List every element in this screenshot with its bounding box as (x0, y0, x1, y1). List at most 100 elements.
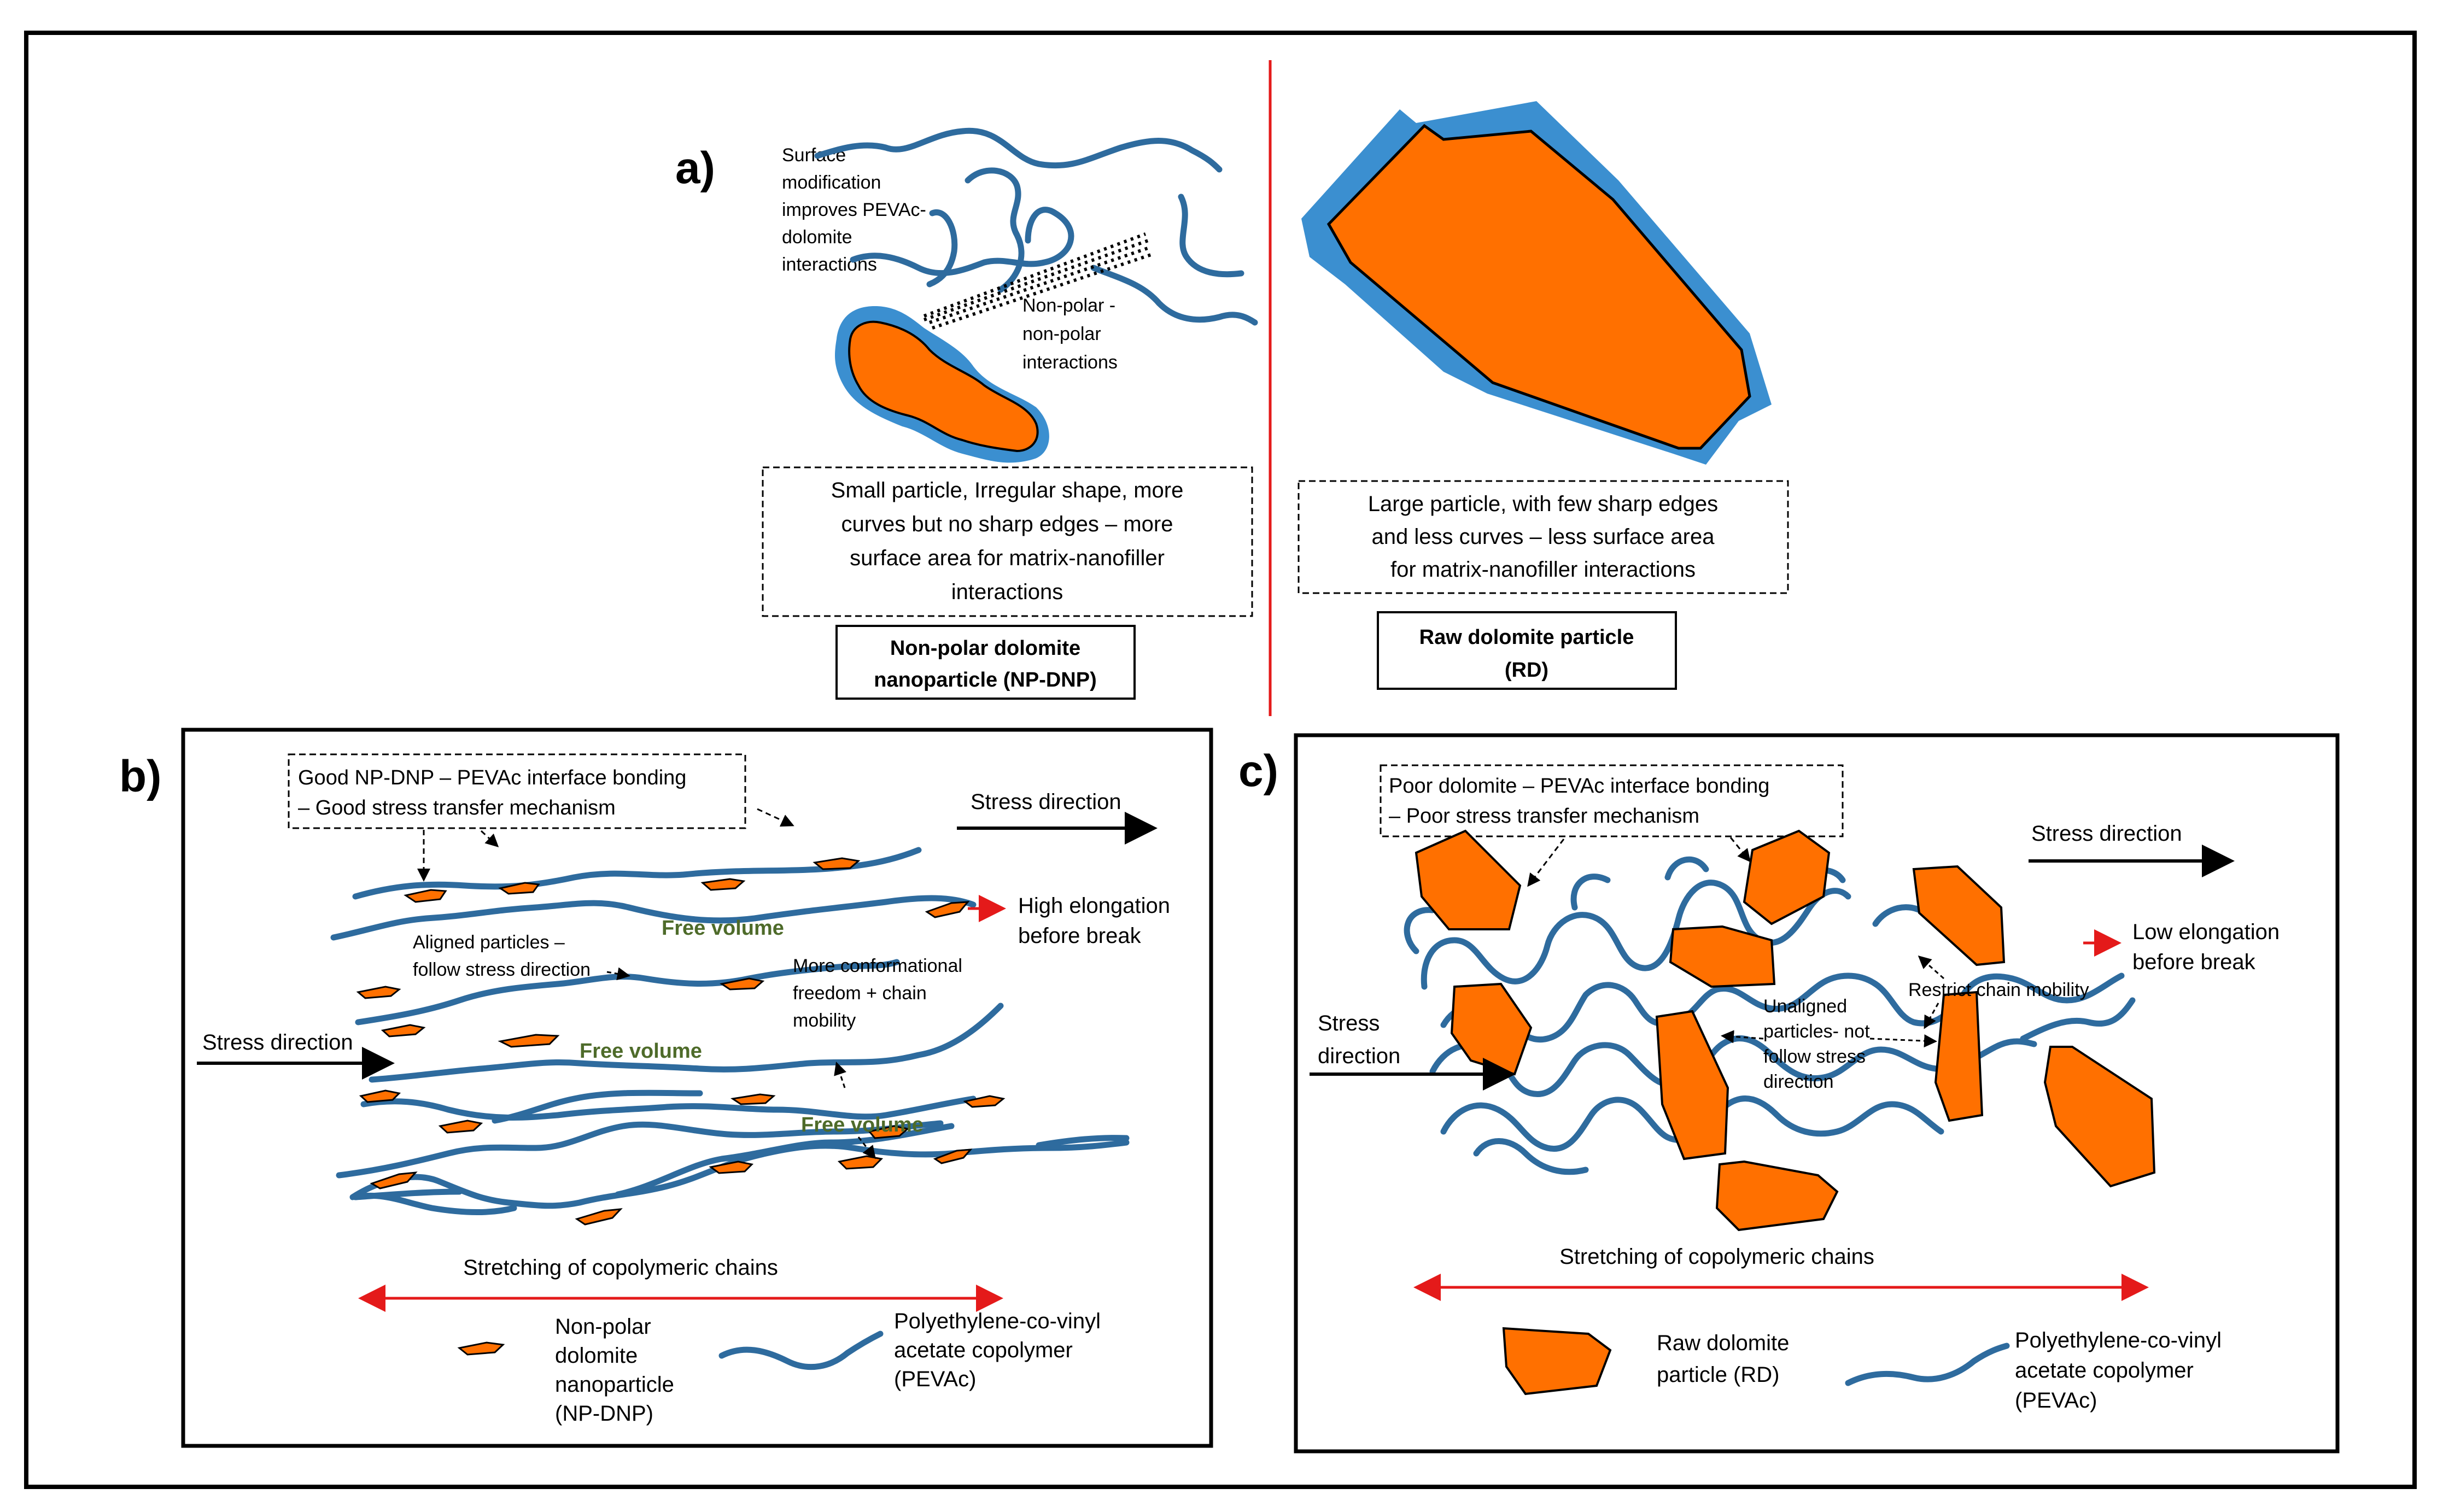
free-volume-label-1: Free volume (662, 917, 784, 940)
panel-b-interface-pointers (417, 808, 794, 882)
svg-text:Small particle, Irregular shap: Small particle, Irregular shape, more (831, 478, 1184, 502)
panel-c-low-elongation: Low elongation before break (2083, 920, 2280, 974)
free-volume-label-3: Free volume (801, 1114, 924, 1136)
svg-text:before break: before break (2132, 950, 2256, 974)
np-description-box: Small particle, Irregular shape, more cu… (762, 466, 1253, 617)
rd-particle-a (1301, 101, 1772, 465)
svg-text:particles- not: particles- not (1763, 1021, 1870, 1042)
svg-text:Low elongation: Low elongation (2132, 920, 2280, 944)
panel-b-pevac-chains (330, 847, 1130, 1209)
panel-b-extra-chains (352, 1192, 517, 1215)
svg-text:and less curves – less surfac: and less curves – less surface area (1372, 525, 1715, 549)
panel-b-aligned-note: Aligned particles – follow stress direct… (413, 932, 630, 981)
nonpolar-dotted-line (923, 232, 1153, 330)
svg-text:Stretching of copolymeric chai: Stretching of copolymeric chains (1559, 1245, 1874, 1269)
svg-text:More conformational: More conformational (793, 956, 962, 976)
svg-text:dolomite: dolomite (555, 1344, 638, 1368)
svg-text:nanoparticle (NP-DNP): nanoparticle (NP-DNP) (874, 669, 1096, 691)
svg-text:– Good stress transfer mechani: – Good stress transfer mechanism (298, 796, 616, 819)
np-dnp-particle-a (835, 306, 1049, 463)
legend-chain-icon-b (718, 1331, 884, 1370)
panel-b-stress-right: Stress direction (957, 790, 1158, 845)
svg-text:freedom + chain: freedom + chain (793, 983, 927, 1004)
svg-text:– Poor stress transfer mechani: – Poor stress transfer mechanism (1389, 805, 1699, 828)
panel-b-np-particles (356, 857, 1006, 1226)
svg-text:improves PEVAc-: improves PEVAc- (782, 200, 926, 220)
svg-text:Raw dolomite: Raw dolomite (1657, 1331, 1789, 1355)
panel-b-conformational-note: More conformational freedom + chain mobi… (793, 956, 962, 1031)
panel-c-rd-particles (1415, 829, 2156, 1232)
svg-text:Poor dolomite – PEVAc interfac: Poor dolomite – PEVAc interface bonding (1389, 775, 1769, 798)
svg-text:interactions: interactions (1022, 352, 1118, 373)
legend-rd-particle-icon (1502, 1327, 1612, 1396)
svg-text:(PEVAc): (PEVAc) (894, 1367, 976, 1391)
panel-c-pevac-chains (1404, 856, 2136, 1175)
svg-text:Raw dolomite particle: Raw dolomite particle (1419, 626, 1634, 649)
svg-text:Stress direction: Stress direction (202, 1030, 353, 1054)
svg-text:(RD): (RD) (1505, 659, 1548, 682)
svg-text:direction: direction (1318, 1044, 1400, 1068)
panel-b-stress-left: Stress direction (197, 1030, 395, 1080)
svg-text:acetate copolymer: acetate copolymer (894, 1338, 1073, 1362)
rd-description-box: Large particle, with few sharp edges and… (1298, 480, 1789, 594)
svg-text:particle (RD): particle (RD) (1657, 1363, 1779, 1387)
svg-text:Unaligned: Unaligned (1763, 996, 1847, 1017)
svg-text:non-polar: non-polar (1022, 324, 1101, 344)
panel-c: c) Poor dolomite – PEVAc interface bondi… (1238, 733, 2340, 1454)
svg-text:Polyethylene-co-vinyl: Polyethylene-co-vinyl (2015, 1328, 2222, 1352)
svg-text:modification: modification (782, 172, 881, 193)
svg-text:for matrix-nanofiller interact: for matrix-nanofiller interactions (1390, 558, 1696, 582)
svg-text:Stress: Stress (1318, 1011, 1380, 1035)
panel-c-interface-pointers (1527, 837, 1751, 887)
np-dnp-title: Non-polar dolomite nanoparticle (NP-DNP) (835, 625, 1136, 700)
panel-a-label: a) (675, 143, 715, 193)
svg-text:follow stress: follow stress (1763, 1046, 1866, 1067)
panel-b-interface-box: Good NP-DNP – PEVAc interface bonding – … (288, 753, 746, 829)
svg-text:Restrict chain mobility: Restrict chain mobility (1908, 980, 2089, 1000)
svg-text:mobility: mobility (793, 1010, 856, 1031)
rd-title: Raw dolomite particle (RD) (1377, 611, 1677, 690)
svg-text:interactions: interactions (951, 580, 1063, 604)
free-volume-label-2: Free volume (580, 1040, 702, 1063)
svg-text:nanoparticle: nanoparticle (555, 1373, 674, 1397)
panel-b-label: b) (119, 752, 161, 801)
panel-b-frame (181, 728, 1213, 1448)
svg-text:acetate copolymer: acetate copolymer (2015, 1358, 2194, 1382)
svg-text:(NP-DNP): (NP-DNP) (555, 1402, 653, 1426)
svg-text:before break: before break (1018, 924, 1142, 948)
panel-c-stretching: Stretching of copolymeric chains (1413, 1245, 2149, 1301)
panel-b-free-volume-pointers (834, 1062, 876, 1159)
svg-text:Large particle, with few sharp: Large particle, with few sharp edges (1368, 492, 1718, 516)
legend-np-particle-icon (457, 1341, 505, 1356)
panel-b-legend: Non-polar dolomite nanoparticle (NP-DNP)… (457, 1309, 1101, 1426)
outer-frame (24, 31, 2417, 1489)
panel-b-stretching: Stretching of copolymeric chains (358, 1256, 1003, 1312)
legend-chain-icon-c (1845, 1343, 2010, 1386)
svg-text:Stress direction: Stress direction (2031, 822, 2182, 846)
svg-text:Polyethylene-co-vinyl: Polyethylene-co-vinyl (894, 1309, 1101, 1333)
svg-text:High elongation: High elongation (1018, 894, 1170, 918)
svg-text:curves but no sharp edges – mo: curves but no sharp edges – more (841, 512, 1173, 536)
svg-text:Non-polar: Non-polar (555, 1315, 651, 1339)
svg-text:Non-polar -: Non-polar - (1022, 295, 1115, 316)
panel-c-stress-left: Stress direction (1310, 1011, 1516, 1091)
svg-text:Non-polar dolomite: Non-polar dolomite (890, 637, 1080, 660)
svg-text:direction: direction (1763, 1071, 1834, 1092)
svg-text:Stretching of copolymeric chai: Stretching of copolymeric chains (463, 1256, 778, 1280)
pevac-chains-a (814, 127, 1258, 326)
panel-c-legend: Raw dolomite particle (RD) Polyethylene-… (1502, 1327, 2222, 1413)
panel-c-frame (1294, 733, 2340, 1454)
panel-c-unaligned-note: Unaligned particles- not follow stress d… (1721, 996, 1937, 1092)
panel-a: a) Surface modification improves PEVAc- … (675, 60, 1789, 716)
surface-modification-note: Surface modification improves PEVAc- dol… (782, 145, 926, 275)
svg-text:(PEVAc): (PEVAc) (2015, 1388, 2097, 1413)
svg-text:dolomite: dolomite (782, 227, 852, 248)
svg-text:Stress direction: Stress direction (971, 790, 1121, 814)
panel-b-high-elongation: High elongation before break (968, 894, 1170, 948)
panel-b: b) Good NP-DNP – PEVAc interface bonding… (119, 728, 1213, 1448)
panel-c-restrict-note: Restrict chain mobility (1908, 956, 2089, 1029)
svg-text:follow stress direction: follow stress direction (413, 959, 591, 980)
svg-text:Good NP-DNP – PEVAc interface: Good NP-DNP – PEVAc interface bonding (298, 766, 686, 789)
svg-text:surface area for matrix-nanofi: surface area for matrix-nanofiller (850, 546, 1165, 570)
